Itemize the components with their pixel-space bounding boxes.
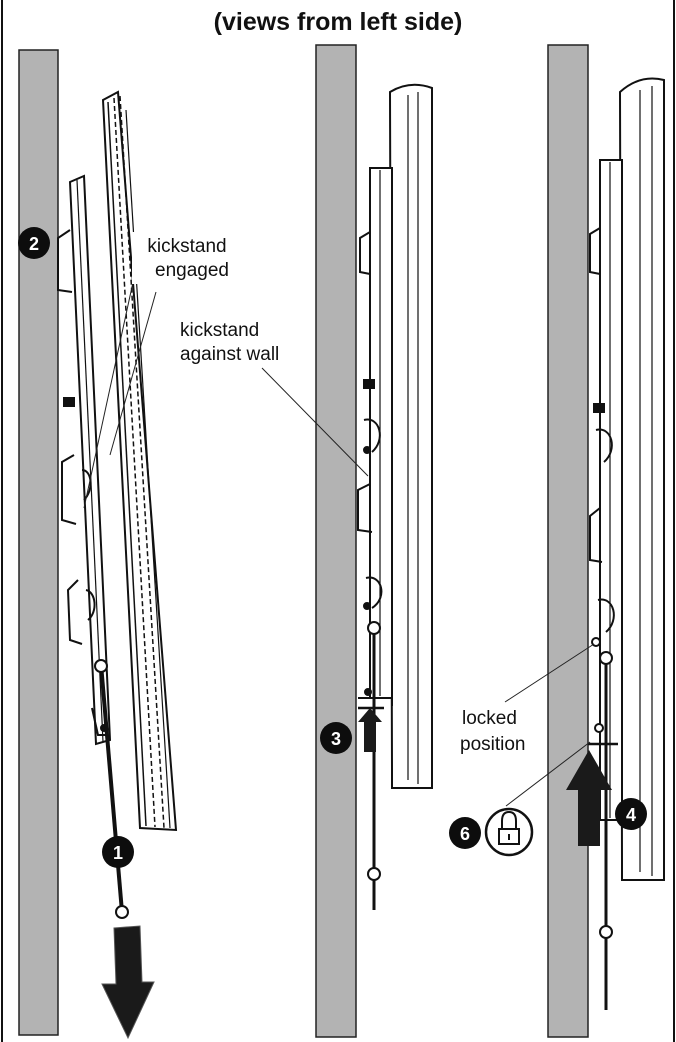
leader-lock-icon bbox=[505, 741, 591, 807]
wall-left bbox=[18, 49, 59, 1036]
strap-screw-bottom-right bbox=[599, 925, 613, 939]
strap-screw-bottom-middle bbox=[367, 867, 381, 881]
leader-kickstand-engaged-b bbox=[109, 291, 157, 456]
step-number-6: 6 bbox=[460, 824, 470, 844]
step-badge-3: 3 bbox=[320, 722, 352, 754]
strap-screw-bottom-left bbox=[115, 905, 129, 919]
wall-middle bbox=[315, 44, 357, 1038]
tv-tilted-left-view bbox=[57, 90, 178, 832]
tv-vertical-middle-view bbox=[357, 83, 433, 789]
padlock-icon bbox=[484, 807, 534, 857]
step-number-1: 1 bbox=[113, 843, 123, 863]
leader-locked-position bbox=[504, 643, 595, 703]
lock-hole-right bbox=[594, 723, 604, 733]
strap-screw-top-middle bbox=[367, 621, 381, 635]
tv-vertical-right-view bbox=[589, 77, 665, 881]
diagram-title: (views from left side) bbox=[213, 8, 463, 36]
step-badge-1: 1 bbox=[102, 836, 134, 868]
label-locked-line2: position bbox=[460, 734, 526, 755]
step-badge-6: 6 bbox=[449, 817, 481, 849]
push-up-arrow-large bbox=[566, 750, 612, 846]
label-kickstand-engaged-line1: kickstand bbox=[147, 236, 226, 257]
leader-kickstand-wall bbox=[261, 367, 369, 477]
step-badge-4: 4 bbox=[615, 798, 647, 830]
label-kickstand-engaged-line2: engaged bbox=[155, 260, 229, 281]
step-number-2: 2 bbox=[29, 234, 39, 254]
step-number-4: 4 bbox=[626, 805, 636, 825]
pull-down-arrow bbox=[101, 925, 155, 1040]
step-badge-2: 2 bbox=[18, 227, 50, 259]
step-number-3: 3 bbox=[331, 729, 341, 749]
strap-screw-top-left bbox=[94, 659, 108, 673]
strap-screw-top-right bbox=[599, 651, 613, 665]
push-up-arrow-small bbox=[358, 708, 382, 752]
leader-kickstand-engaged-a bbox=[83, 249, 141, 509]
label-locked-line1: locked bbox=[462, 708, 517, 729]
wall-right bbox=[547, 44, 589, 1038]
label-kickstand-wall-line1: kickstand bbox=[180, 320, 259, 341]
label-kickstand-wall-line2: against wall bbox=[180, 344, 279, 365]
label-bg-engaged bbox=[132, 232, 240, 284]
strap-left bbox=[99, 663, 124, 913]
